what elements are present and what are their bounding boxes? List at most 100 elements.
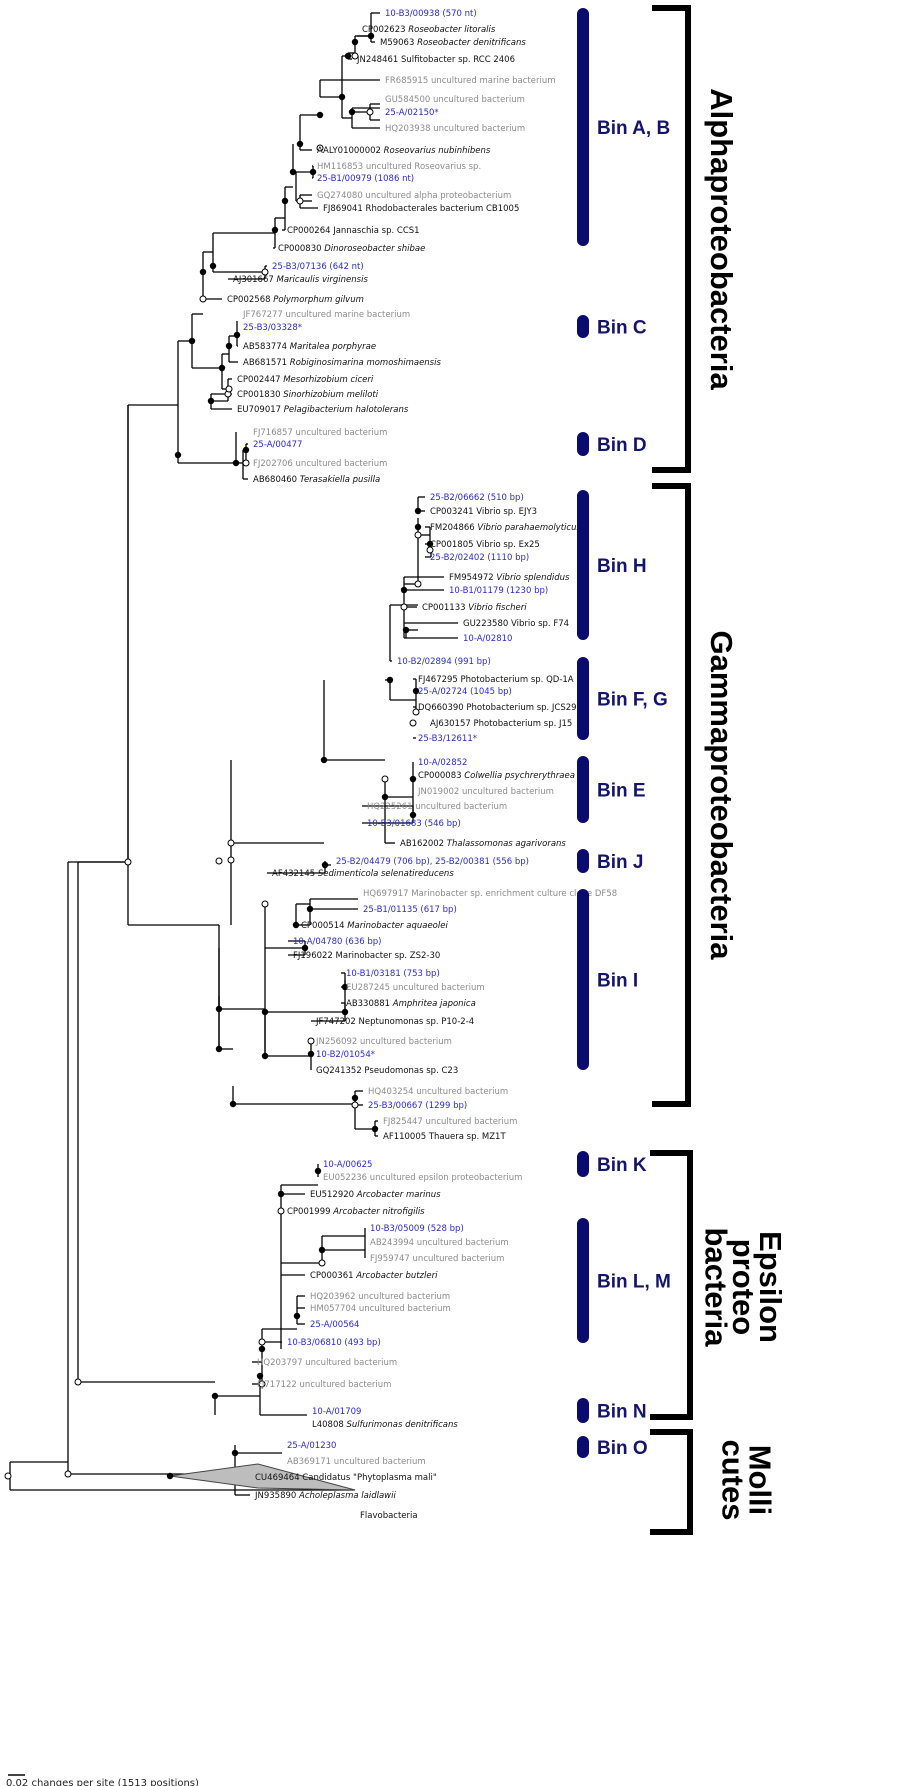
leaf-label: EU512920 Arcobacter marinus xyxy=(310,1190,441,1200)
leaf-label: 10-B3/06810 (493 bp) xyxy=(287,1338,381,1348)
leaf-accession: FM204866 xyxy=(430,523,477,533)
leaf-accession: 10-A/04780 (636 bp) xyxy=(293,937,381,947)
node-weak-support xyxy=(64,1470,72,1478)
leaf-label: 25-A/01230 xyxy=(287,1441,336,1451)
leaf-label: JN256092 uncultured bacterium xyxy=(315,1037,452,1047)
leaf-accession: 25-B3/03328* xyxy=(243,323,302,333)
leaf-accession: AB369171 uncultured bacterium xyxy=(287,1457,426,1467)
node-supported xyxy=(233,331,241,339)
leaf-species: Roseobacter litoralis xyxy=(408,25,496,35)
node-supported xyxy=(261,1008,269,1016)
bin-bar xyxy=(577,1218,589,1343)
leaf-accession: 25-A/02724 (1045 bp) xyxy=(418,687,512,697)
node-weak-support xyxy=(412,708,420,716)
leaf-label: CP000083 Colwellia psychrerythraea xyxy=(418,771,575,781)
node-supported xyxy=(292,921,300,929)
bin-label: Bin L, M xyxy=(597,1272,671,1293)
leaf-species: Terasakiella pusilla xyxy=(300,475,380,485)
leaf-accession: EU709017 xyxy=(237,405,284,415)
leaf-label: CP000514 Marinobacter aquaeolei xyxy=(301,921,448,931)
leaf-accession: HQ203962 uncultured bacterium xyxy=(310,1292,450,1302)
node-supported xyxy=(386,676,394,684)
leaf-label: GU584500 uncultured bacterium xyxy=(385,95,525,105)
leaf-species: Sulfurimonas denitrificans xyxy=(346,1420,458,1430)
leaf-label: JN248461 Sulfitobacter sp. RCC 2406 xyxy=(356,55,515,65)
node-weak-support xyxy=(215,857,223,865)
leaf-label: AF432145 Sedimenticola selenatireducens xyxy=(272,869,454,879)
group-bracket xyxy=(652,5,691,473)
leaf-species: Sedimenticola selenatireducens xyxy=(318,869,454,879)
leaf-species: Maricaulis virginensis xyxy=(276,275,368,285)
node-supported xyxy=(344,52,352,60)
leaf-species: Roseovarius nubinhibens xyxy=(384,146,491,156)
leaf-accession: CP000361 xyxy=(310,1271,356,1281)
leaf-species: Mesorhizobium ciceri xyxy=(283,375,374,385)
leaf-label: 25-A/00564 xyxy=(310,1320,359,1330)
node-supported xyxy=(316,111,324,119)
leaf-species: Maritalea porphyrae xyxy=(290,342,376,352)
node-supported xyxy=(293,1312,301,1320)
leaf-accession: 25-B2/06662 (510 bp) xyxy=(430,493,524,503)
taxon-group-brackets: AlphaproteobacteriaGammaproteobacteriaEp… xyxy=(650,5,788,1535)
leaf-label: AF110005 Thauera sp. MZ1T xyxy=(383,1132,506,1142)
leaf-species: Arcobacter butzleri xyxy=(355,1271,438,1281)
leaf-accession: CP001805 Vibrio sp. Ex25 xyxy=(430,540,540,550)
leaf-label: 10-B3/05009 (528 bp) xyxy=(370,1224,464,1234)
leaf-accession: 10-B1/01179 (1230 bp) xyxy=(449,586,548,596)
leaf-accession: JF767277 uncultured marine bacterium xyxy=(242,310,410,320)
leaf-label: 25-A/02724 (1045 bp) xyxy=(418,687,512,697)
leaf-accession: 25-B1/01135 (617 bp) xyxy=(363,905,457,915)
leaf-species: Polymorphum gilvum xyxy=(273,295,364,305)
node-weak-support xyxy=(381,775,389,783)
leaf-label: 10-B3/00938 (570 nt) xyxy=(385,9,477,19)
node-supported xyxy=(166,1472,174,1480)
bin-bar xyxy=(577,315,589,338)
leaf-label: 10-A/02852 xyxy=(418,758,467,768)
node-weak-support xyxy=(277,1207,285,1215)
leaf-accession: 10-B3/00938 (570 nt) xyxy=(385,9,477,19)
leaf-label: FJ959747 uncultured bacterium xyxy=(370,1254,504,1264)
group-label-line: Molli xyxy=(743,1445,778,1516)
leaf-label: AB681571 Robiginosimarina momoshimaensis xyxy=(243,358,441,368)
leaf-accession: HQ403254 uncultured bacterium xyxy=(368,1087,508,1097)
leaf-label: GQ274080 uncultured alpha proteobacteriu… xyxy=(317,191,511,201)
leaf-label: JN935890 Acholeplasma laidlawii xyxy=(254,1491,396,1501)
bin-bar xyxy=(577,657,589,740)
leaf-label: 10-A/00625 xyxy=(323,1160,372,1170)
leaf-labels: 10-B3/00938 (570 nt)CP002623 Roseobacter… xyxy=(227,9,617,1521)
leaf-species: Arcobacter marinus xyxy=(356,1190,441,1200)
bin-label: Bin A, B xyxy=(597,118,670,139)
leaf-species: Marinobacter aquaeolei xyxy=(347,921,448,931)
group-label: Gammaproteobacteria xyxy=(704,630,739,960)
node-supported xyxy=(296,140,304,148)
node-supported xyxy=(348,108,356,116)
leaf-species: Vibrio fischeri xyxy=(468,603,527,613)
node-weak-support xyxy=(261,900,269,908)
leaf-accession: CP000083 xyxy=(418,771,464,781)
node-supported xyxy=(371,1125,379,1133)
node-supported xyxy=(258,1345,266,1353)
leaf-accession: AB330881 xyxy=(346,999,393,1009)
leaf-label: CU469464 Candidatus "Phytoplasma mali" xyxy=(255,1473,437,1483)
leaf-label: HM116853 uncultured Roseovarius sp. xyxy=(317,162,481,172)
leaf-accession: HQ697917 Marinobacter sp. enrichment cul… xyxy=(363,889,617,899)
leaf-accession: 10-B3/05009 (528 bp) xyxy=(370,1224,464,1234)
leaf-species: Arcobacter nitrofigilis xyxy=(332,1207,425,1217)
leaf-accession: CP001133 xyxy=(422,603,468,613)
leaf-accession: 25-B3/00667 (1299 bp) xyxy=(368,1101,467,1111)
leaf-accession: AB243994 uncultured bacterium xyxy=(370,1238,509,1248)
leaf-label: HQ203797 uncultured bacterium xyxy=(257,1358,397,1368)
leaf-label: HQ203962 uncultured bacterium xyxy=(310,1292,450,1302)
node-supported xyxy=(307,1050,315,1058)
leaf-label: 10-A/04780 (636 bp) xyxy=(293,937,381,947)
leaf-accession: JN248461 Sulfitobacter sp. RCC 2406 xyxy=(356,55,515,65)
bin-label: Bin H xyxy=(597,556,647,577)
leaf-accession: JN935890 xyxy=(254,1491,299,1501)
leaf-label: CP002568 Polymorphum gilvum xyxy=(227,295,364,305)
leaf-accession: JN256092 uncultured bacterium xyxy=(315,1037,452,1047)
leaf-accession: L40808 xyxy=(312,1420,346,1430)
leaf-accession: AB680460 xyxy=(253,475,300,485)
leaf-accession: FJ869041 Rhodobacterales bacterium CB100… xyxy=(323,204,519,214)
group-label-line: proteo xyxy=(726,1239,761,1335)
leaf-label: AALY01000002 Roseovarius nubinhibens xyxy=(317,146,491,156)
